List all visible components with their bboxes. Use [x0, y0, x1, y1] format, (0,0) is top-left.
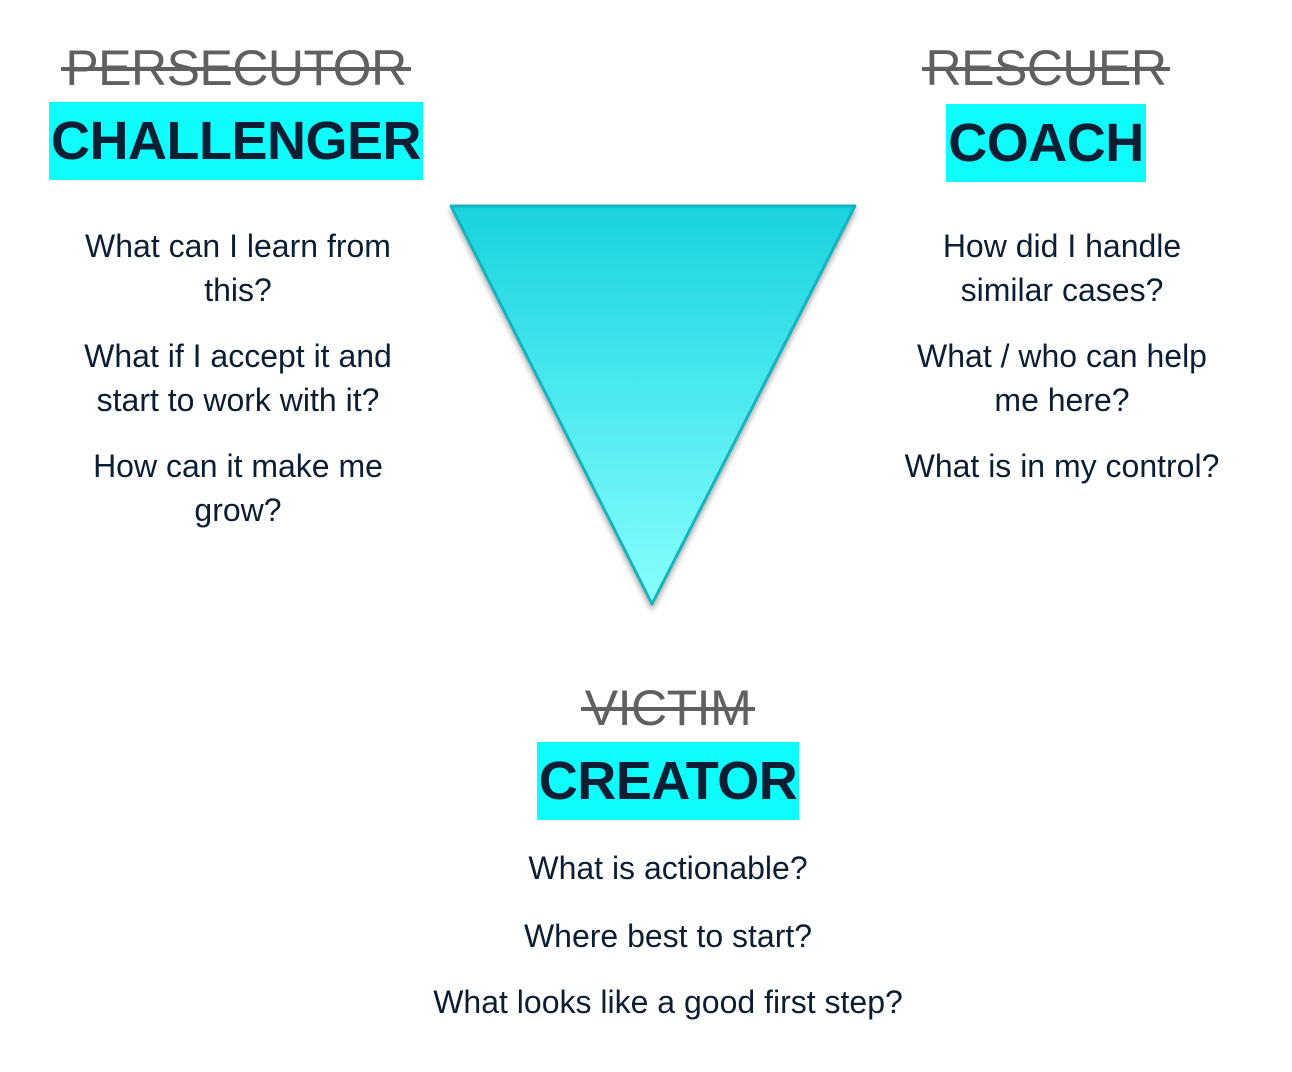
role-creator: VICTIM CREATOR — [518, 680, 818, 820]
role-challenger: PERSECUTOR CHALLENGER — [40, 40, 432, 180]
question: How can it make me grow? — [93, 448, 383, 528]
question: How did I handle similar cases? — [942, 228, 1182, 308]
new-role-creator: CREATOR — [536, 742, 800, 820]
role-coach: RESCUER COACH — [896, 40, 1196, 182]
question: Where best to start? — [523, 918, 813, 954]
creator-questions: What is actionable? Where best to start?… — [368, 846, 968, 1046]
question: What / who can help me here? — [917, 338, 1207, 418]
new-role-coach: COACH — [946, 104, 1146, 182]
challenger-questions: What can I learn from this? What if I ac… — [58, 224, 418, 554]
old-role-persecutor: PERSECUTOR — [61, 40, 412, 96]
new-role-challenger: CHALLENGER — [49, 102, 423, 180]
inverted-triangle-shape — [449, 204, 857, 606]
question: What if I accept it and start to work wi… — [84, 338, 392, 418]
question: What looks like a good first step? — [433, 984, 903, 1020]
question: What is in my control? — [904, 448, 1220, 484]
question: What can I learn from this? — [85, 228, 391, 308]
old-role-rescuer: RESCUER — [921, 40, 1171, 96]
old-role-victim: VICTIM — [580, 680, 756, 736]
question: What is actionable? — [528, 850, 808, 886]
coach-questions: How did I handle similar cases? What / w… — [882, 224, 1242, 510]
